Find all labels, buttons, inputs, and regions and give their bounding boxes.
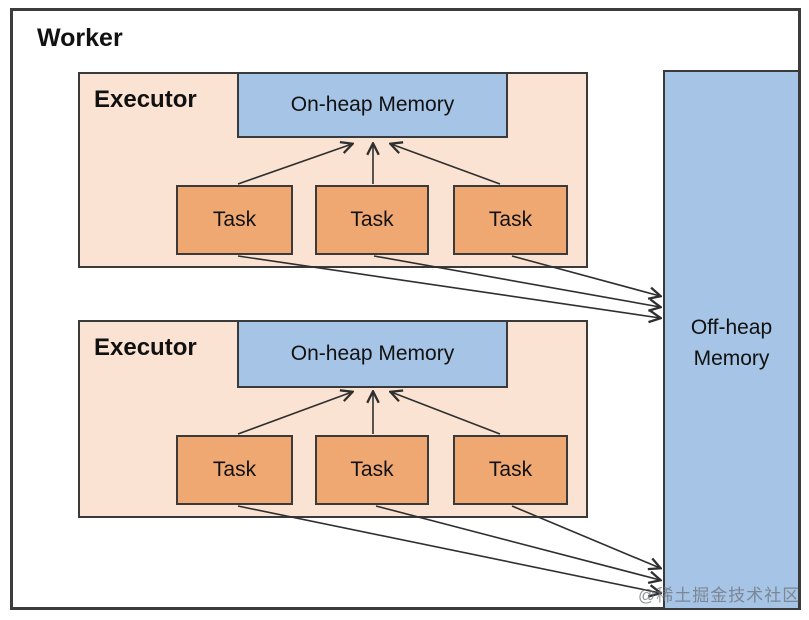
executor-1-task-2: Task — [315, 185, 429, 255]
worker-label: Worker — [37, 24, 123, 52]
executor-2-task-1: Task — [176, 435, 293, 505]
onheap-memory-2-label: On-heap Memory — [290, 342, 455, 365]
onheap-memory-1-label: On-heap Memory — [290, 93, 455, 116]
executor-1-task-3: Task — [453, 185, 568, 255]
executor-2-task-3: Task — [453, 435, 568, 505]
executor-1-label: Executor — [94, 86, 197, 113]
task-label: Task — [350, 458, 394, 481]
task-label: Task — [212, 458, 257, 481]
task-label: Task — [488, 208, 533, 231]
task-label: Task — [488, 458, 533, 481]
task-label: Task — [350, 208, 394, 231]
offheap-memory-label: Off-heap Memory — [690, 316, 773, 370]
executor-1-task-1: Task — [176, 185, 293, 255]
onheap-memory-2-box: On-heap Memory — [237, 320, 508, 388]
executor-2-task-2: Task — [315, 435, 429, 505]
offheap-memory-box: Off-heap Memory — [663, 70, 800, 610]
juejin-watermark: @稀土掘金技术社区 — [638, 586, 801, 605]
onheap-memory-1-box: On-heap Memory — [237, 72, 508, 138]
executor-2-label: Executor — [94, 334, 197, 361]
task-label: Task — [212, 208, 257, 231]
